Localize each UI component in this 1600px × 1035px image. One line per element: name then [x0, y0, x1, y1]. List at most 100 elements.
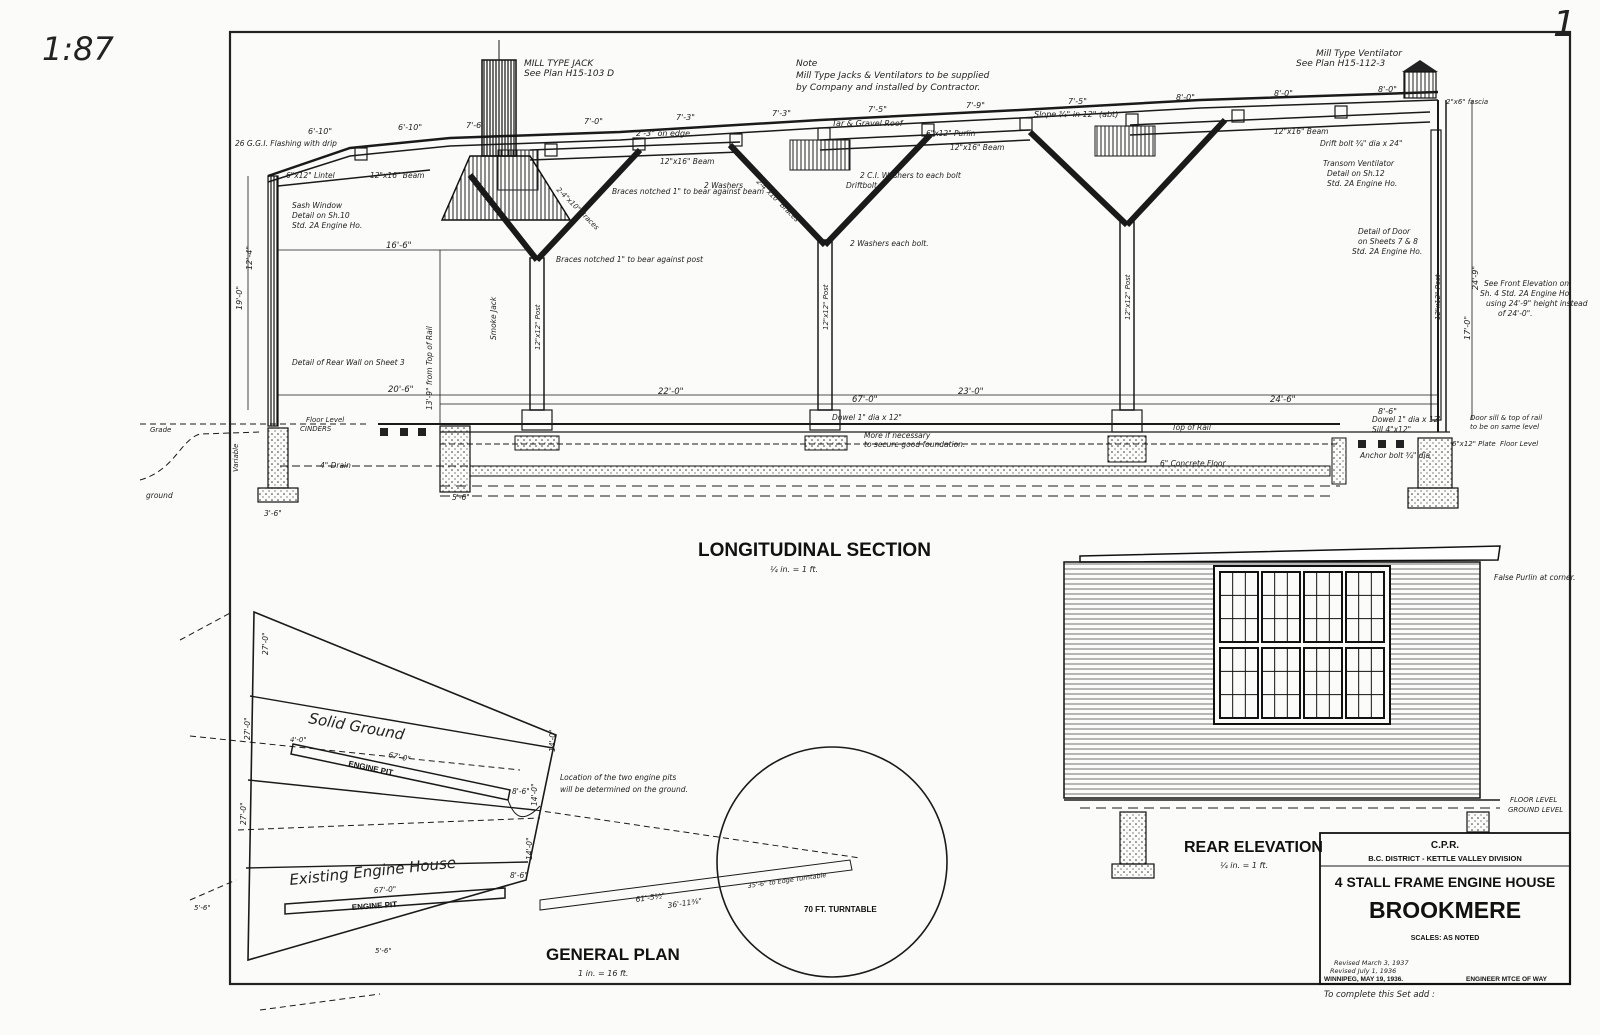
svg-text:2 C.I. Washers to each bolt: 2 C.I. Washers to each bolt — [860, 171, 962, 180]
svg-text:12"x12" Post: 12"x12" Post — [1124, 274, 1132, 320]
svg-text:8'-0": 8'-0" — [1274, 89, 1293, 98]
svg-text:Anchor bolt ¾" dia: Anchor bolt ¾" dia — [1359, 451, 1431, 460]
svg-text:To complete this Set add :: To complete this Set add : — [1324, 990, 1435, 1000]
svg-text:WINNIPEG, MAY 19, 1936.: WINNIPEG, MAY 19, 1936. — [1324, 976, 1403, 983]
svg-text:8'-6": 8'-6" — [1378, 407, 1397, 416]
svg-text:2"x6" fascia: 2"x6" fascia — [1446, 98, 1488, 106]
svg-text:23'-0": 23'-0" — [958, 387, 984, 397]
svg-text:7'-5": 7'-5" — [1068, 97, 1087, 106]
svg-text:ENGINEER MTCE OF WAY: ENGINEER MTCE OF WAY — [1466, 976, 1548, 983]
title-scales: SCALES: AS NOTED — [1411, 935, 1480, 942]
svg-text:12"x16" Beam: 12"x16" Beam — [660, 157, 714, 166]
svg-text:14'-0": 14'-0" — [530, 783, 539, 806]
svg-text:Grade: Grade — [150, 426, 171, 434]
svg-text:Dowel 1" dia x 12": Dowel 1" dia x 12" — [1372, 415, 1442, 424]
svg-text:3'-6": 3'-6" — [264, 509, 282, 518]
sheet-border — [228, 30, 1572, 986]
svg-text:6" Concrete Floor: 6" Concrete Floor — [1160, 459, 1227, 468]
svg-text:12"x12" Post: 12"x12" Post — [534, 304, 542, 350]
svg-text:ENGINE PIT: ENGINE PIT — [352, 900, 398, 912]
longitudinal-section-scale: ¼ in. = 1 ft. — [770, 565, 818, 574]
title-location: BROOKMERE — [1369, 897, 1521, 923]
svg-text:2 Washers each bolt.: 2 Washers each bolt. — [850, 239, 929, 248]
window-sash — [1219, 647, 1259, 719]
svg-text:Sill 4"x12": Sill 4"x12" — [1372, 425, 1411, 434]
svg-text:6"x12" Plate: 6"x12" Plate — [1452, 440, 1496, 448]
svg-text:8'-0": 8'-0" — [1378, 85, 1397, 94]
window-sash — [1261, 571, 1301, 643]
svg-text:67'-0": 67'-0" — [374, 884, 397, 895]
svg-text:Variable: Variable — [232, 444, 240, 472]
svg-text:27'-0": 27'-0" — [261, 632, 270, 655]
rear-elevation-title: REAR ELEVATION — [1184, 839, 1323, 856]
svg-text:12"x12" Post: 12"x12" Post — [1434, 274, 1442, 320]
rear-window — [1213, 565, 1391, 725]
svg-text:7'-0": 7'-0" — [584, 117, 603, 126]
sheet-number: 1 — [1553, 4, 1576, 45]
svg-text:6'-10": 6'-10" — [398, 123, 422, 132]
svg-text:13'-9" from Top of Rail: 13'-9" from Top of Rail — [425, 325, 434, 410]
svg-text:61'-5½": 61'-5½" — [635, 891, 666, 904]
svg-text:70 FT. TURNTABLE: 70 FT. TURNTABLE — [804, 905, 877, 914]
svg-text:8'-6": 8'-6" — [512, 787, 530, 796]
svg-text:12"x16" Beam: 12"x16" Beam — [370, 171, 424, 180]
svg-text:Braces notched 1" to bear agai: Braces notched 1" to bear against post — [556, 255, 704, 264]
svg-text:2 Washers: 2 Washers — [704, 181, 743, 190]
svg-text:Revised July 1, 1936: Revised July 1, 1936 — [1330, 967, 1396, 975]
svg-text:22'-0": 22'-0" — [658, 387, 684, 397]
svg-text:Driftbolt: Driftbolt — [846, 181, 878, 190]
title-block: C.P.R. B.C. DISTRICT - KETTLE VALLEY DIV… — [1319, 832, 1571, 1000]
svg-text:27'-0": 27'-0" — [243, 717, 252, 740]
rear-elevation-scale: ¼ in. = 1 ft. — [1220, 861, 1268, 870]
mill-ventilator — [1402, 60, 1438, 99]
window-sash — [1345, 647, 1385, 719]
rear-elevation: False Purlin at corner. FLOOR LEVEL GROU… — [1063, 545, 1575, 879]
svg-text:Floor Level: Floor Level — [1500, 440, 1538, 448]
window-sash — [1219, 571, 1259, 643]
svg-text:2'-3" on edge: 2'-3" on edge — [636, 129, 690, 138]
svg-text:Slope ¾" in 12" (abt): Slope ¾" in 12" (abt) — [1034, 110, 1118, 119]
svg-text:17'-0": 17'-0" — [1463, 316, 1472, 340]
svg-text:12"x16" Beam: 12"x16" Beam — [950, 143, 1004, 152]
posts — [467, 117, 1442, 463]
svg-text:Revised March 3, 1937: Revised March 3, 1937 — [1334, 959, 1409, 967]
window-panes — [1219, 571, 1385, 719]
svg-text:ground: ground — [146, 491, 173, 500]
svg-text:6"x12" Purlin: 6"x12" Purlin — [926, 129, 976, 138]
svg-text:Detail of Rear Wall on Sheet 3: Detail of Rear Wall on Sheet 3 — [292, 358, 405, 367]
svg-text:8'-0": 8'-0" — [1176, 93, 1195, 102]
window-sash — [1303, 571, 1343, 643]
svg-text:False Purlin at corner.: False Purlin at corner. — [1494, 573, 1575, 582]
svg-text:16'-6": 16'-6" — [386, 241, 412, 251]
svg-text:8'-6": 8'-6" — [510, 871, 528, 880]
svg-text:6'-10": 6'-10" — [308, 127, 332, 136]
window-sash — [1345, 571, 1385, 643]
svg-text:27'-0": 27'-0" — [239, 802, 248, 825]
svg-text:12"x16" Beam: 12"x16" Beam — [1274, 127, 1328, 136]
svg-text:Tar & Gravel Roof: Tar & Gravel Roof — [832, 119, 904, 128]
svg-text:7'-3": 7'-3" — [772, 109, 791, 118]
svg-text:Smoke Jack: Smoke Jack — [489, 296, 498, 340]
smoke-jack — [440, 40, 572, 221]
svg-text:20'-6": 20'-6" — [388, 385, 414, 395]
general-plan-title: GENERAL PLAN — [546, 945, 680, 964]
svg-text:Dowel 1" dia x 12": Dowel 1" dia x 12" — [832, 413, 902, 422]
longitudinal-section-title: LONGITUDINAL SECTION — [698, 540, 931, 561]
svg-text:12'-4": 12'-4" — [245, 246, 254, 270]
svg-text:19'-0": 19'-0" — [235, 286, 244, 310]
title-railway: C.P.R. — [1431, 840, 1459, 851]
svg-text:67'-0": 67'-0" — [852, 395, 878, 405]
svg-text:5'-6": 5'-6" — [194, 904, 211, 912]
svg-text:Drift bolt ¾" dia x 24": Drift bolt ¾" dia x 24" — [1320, 139, 1402, 148]
title-district: B.C. DISTRICT - KETTLE VALLEY DIVISION — [1368, 854, 1521, 863]
